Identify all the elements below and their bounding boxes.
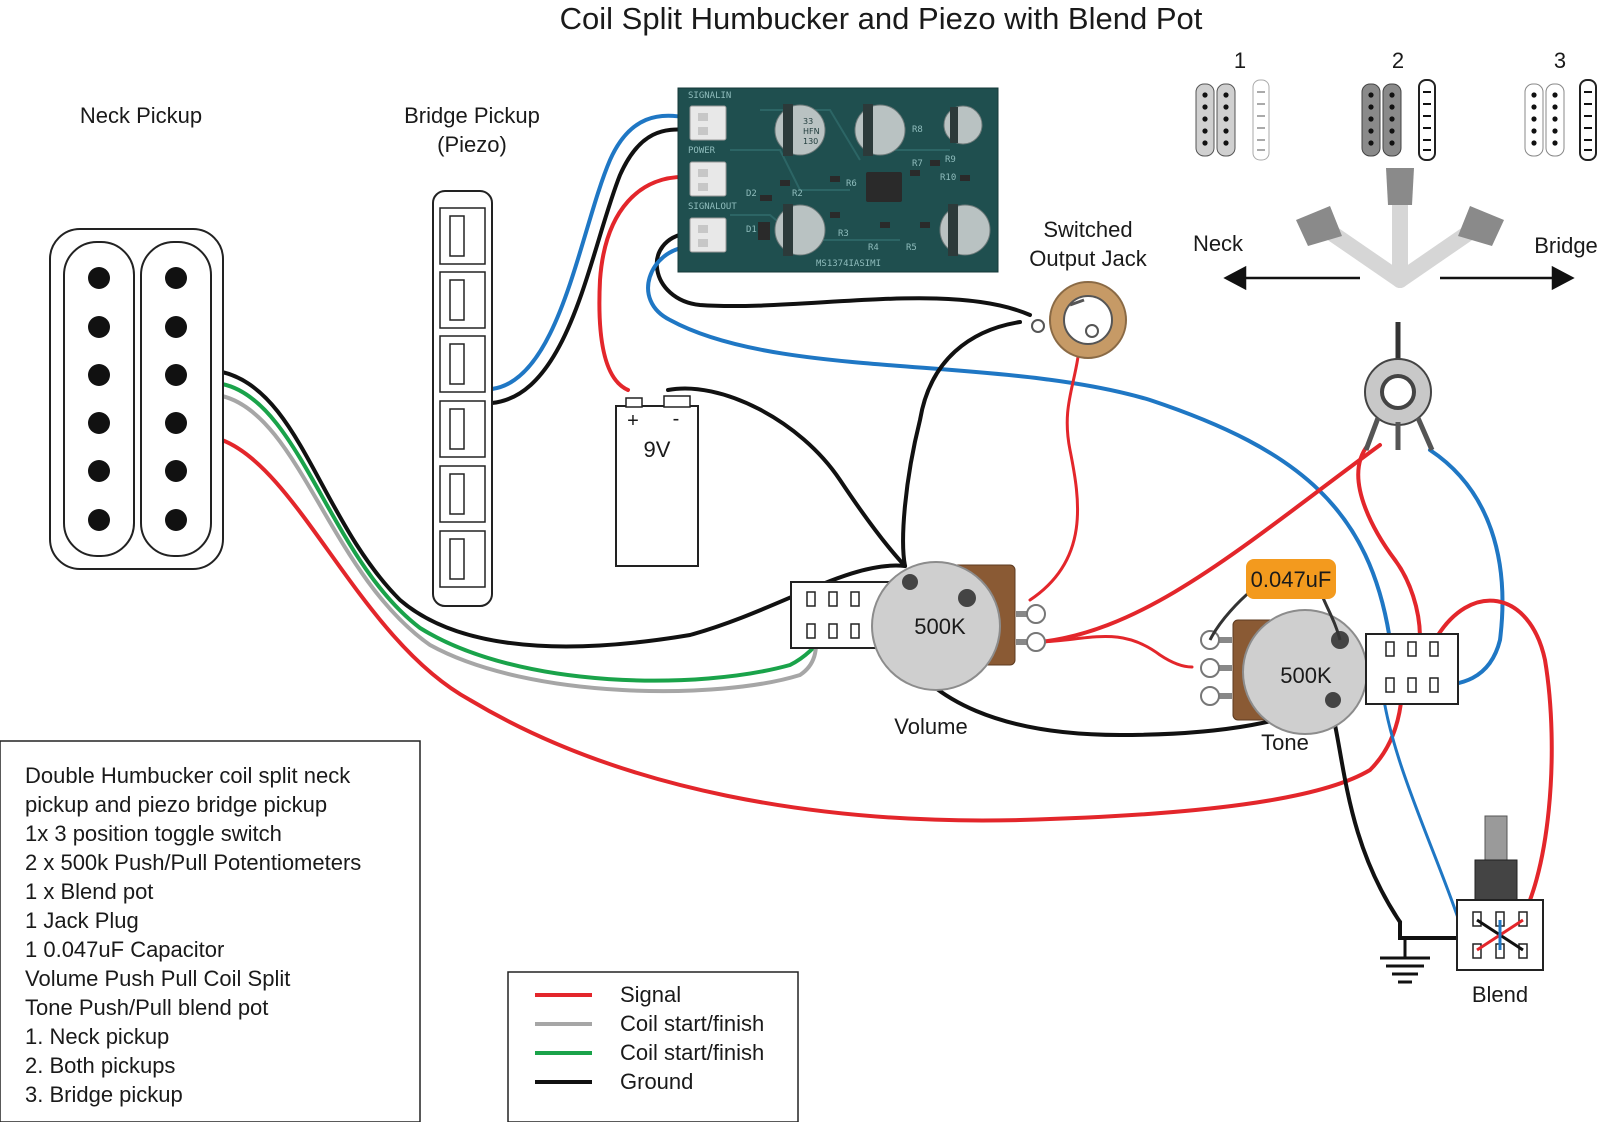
wire-blue-tone-blend (1380, 684, 1464, 932)
wire-black-jack-ground (901, 320, 1022, 568)
blend-pot (1456, 815, 1544, 971)
bridge-pickup-label: Bridge Pickup (404, 103, 540, 128)
tone-label: Tone (1261, 730, 1309, 755)
cap-marking-3: 130 (803, 137, 818, 146)
pcb-r3: R3 (838, 229, 849, 239)
note-line: Double Humbucker coil split neck (25, 763, 351, 788)
preamp-board: SIGNALIN POWER SIGNALOUT 33 HFN 1 (677, 87, 999, 273)
wire-black-signalout-ground (654, 231, 1032, 317)
tone-pushpull-switch (1365, 633, 1459, 705)
toggle-lever (1296, 168, 1504, 288)
wires (220, 113, 1554, 947)
pcb-d1: D1 (746, 225, 757, 235)
tone-pot-value: 500K (1280, 663, 1332, 688)
note-line: 1 0.047uF Capacitor (25, 937, 224, 962)
electrolytic-capacitors (774, 104, 991, 256)
cap-marking-2: HFN (803, 127, 820, 136)
wire-red-vol-to-switch (1038, 443, 1382, 644)
blend-label: Blend (1472, 982, 1528, 1007)
wire-black-tone-ground (1328, 700, 1402, 924)
switch-bridge-label: Bridge (1534, 233, 1598, 258)
note-line: 1 x Blend pot (25, 879, 153, 904)
pcb-r7: R7 (912, 159, 923, 169)
ic-chip (866, 172, 902, 202)
pcb-r2: R2 (792, 189, 803, 199)
tone-pot (1200, 609, 1368, 735)
wire-blue-signalout (646, 245, 1392, 642)
wire-red-vol-to-tone (1038, 635, 1194, 669)
pcb-r6: R6 (846, 179, 857, 189)
position-3-label: 3 (1554, 48, 1566, 73)
battery-minus-sign: - (673, 408, 680, 430)
legend-label: Ground (620, 1069, 693, 1094)
pcb-r8: R8 (912, 125, 923, 135)
note-line: Tone Push/Pull blend pot (25, 995, 268, 1020)
connector-label-signalout: SIGNALOUT (688, 202, 737, 212)
diagram-title: Coil Split Humbucker and Piezo with Blen… (560, 1, 1203, 36)
pcb-r4: R4 (868, 243, 879, 253)
volume-pot-value: 500K (914, 614, 966, 639)
output-jack (1031, 281, 1127, 359)
note-line: 2. Both pickups (25, 1053, 175, 1078)
pcb-board-code: MS1374IASIMI (816, 259, 881, 269)
output-jack-label: Switched (1043, 217, 1132, 242)
battery-label: 9V (644, 437, 671, 462)
toggle-positions (1195, 79, 1597, 161)
position-1-label: 1 (1234, 48, 1246, 73)
pcb-r10: R10 (940, 173, 956, 183)
note-line: 1 Jack Plug (25, 908, 139, 933)
wire-red-pickup-signal (220, 438, 1404, 823)
pcb-r9: R9 (945, 155, 956, 165)
battery-9v (615, 395, 699, 567)
cap-marking-1: 33 (803, 117, 813, 126)
pcb-d2: D2 (746, 189, 757, 199)
volume-pot (871, 561, 1046, 691)
wire-blue-piezo (490, 113, 690, 391)
position-2-label: 2 (1392, 48, 1404, 73)
connector-label-power: POWER (688, 146, 716, 156)
toggle-direction-arrows (1223, 265, 1575, 291)
pole-pieces (88, 267, 187, 531)
wire-red-tone-blend (1433, 598, 1554, 932)
tone-capacitor (1246, 559, 1336, 599)
battery-plus-sign: + (627, 410, 639, 432)
switch-neck-label: Neck (1193, 231, 1244, 256)
battery-negative-terminal (663, 395, 691, 408)
note-line: 2 x 500k Push/Pull Potentiometers (25, 850, 361, 875)
wire-grey-coil (220, 394, 819, 694)
note-line: pickup and piezo bridge pickup (25, 792, 327, 817)
note-line: 3. Bridge pickup (25, 1082, 183, 1107)
piezo-pickup (432, 190, 493, 607)
wire-red-switch (1356, 443, 1422, 640)
capacitor-value: 0.047uF (1251, 567, 1332, 592)
note-line: 1x 3 position toggle switch (25, 821, 282, 846)
notes-box (0, 740, 421, 1122)
pcb-r5: R5 (906, 243, 917, 253)
note-line: Volume Push Pull Coil Split (25, 966, 290, 991)
toggle-switch (1363, 322, 1435, 452)
ground-symbol (1380, 938, 1430, 984)
legend-label: Signal (620, 982, 681, 1007)
wire-blue-switch (1428, 448, 1505, 688)
wire-green-coil (220, 382, 831, 683)
wire-black-piezo (490, 127, 690, 405)
wire-red-power (597, 174, 690, 392)
neck-pickup-label: Neck Pickup (80, 103, 202, 128)
connector-label-signalin: SIGNALIN (688, 91, 731, 101)
legend-label: Coil start/finish (620, 1011, 764, 1036)
legend-label: Coil start/finish (620, 1040, 764, 1065)
note-line: 1. Neck pickup (25, 1024, 169, 1049)
wire-black-battery (666, 386, 907, 568)
battery-positive-terminal (625, 397, 643, 408)
output-jack-sublabel: Output Jack (1029, 246, 1147, 271)
bridge-pickup-sublabel: (Piezo) (437, 132, 507, 157)
volume-label: Volume (894, 714, 967, 739)
notes-list: Double Humbucker coil split neck pickup a… (25, 763, 361, 1107)
wire-red-jack-signal (1028, 328, 1082, 602)
neck-pickup (49, 228, 224, 570)
